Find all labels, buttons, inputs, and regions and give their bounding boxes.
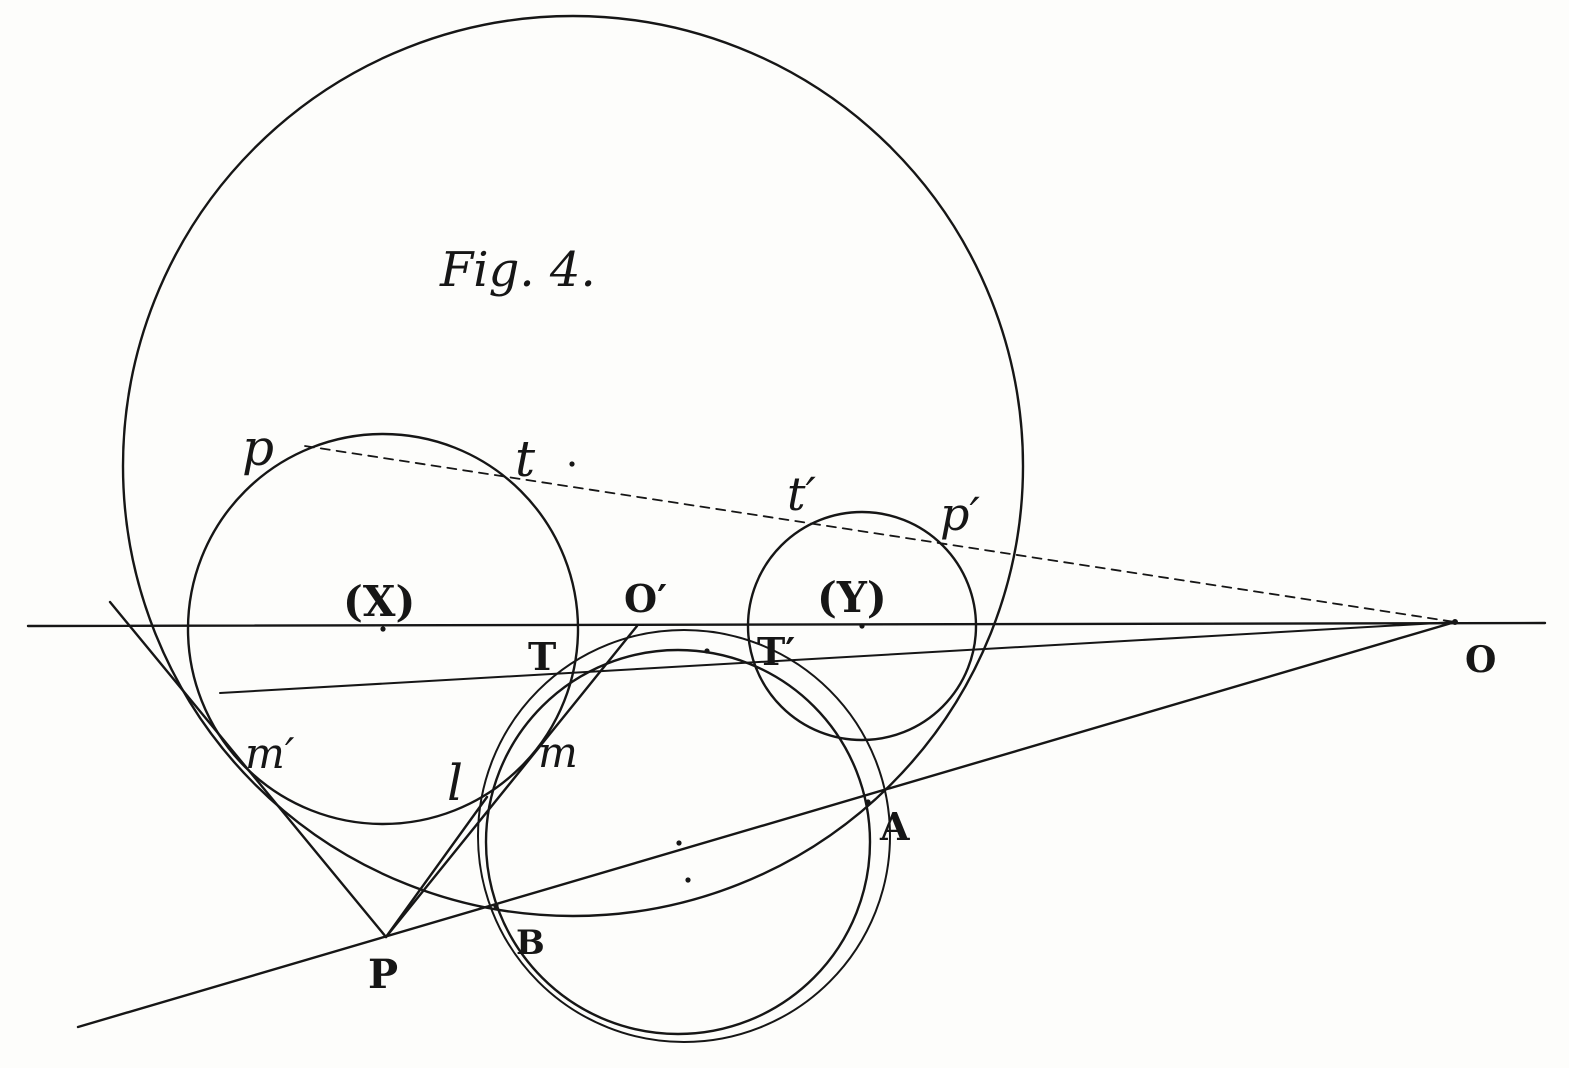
- label-o-prime: O′: [624, 576, 667, 621]
- label-p: p: [242, 419, 274, 477]
- label-x: (X): [343, 577, 415, 626]
- tangent-m-prime-p: [108, 600, 388, 939]
- point-y-center: [859, 623, 865, 629]
- label-p-prime: p′: [940, 487, 980, 541]
- label-a: A: [879, 804, 910, 849]
- label-b: B: [516, 923, 545, 963]
- circle-through-t-a-b: [477, 629, 891, 1043]
- line-t-to-o: [219, 621, 1456, 694]
- label-t-prime: t′: [787, 467, 816, 521]
- point-center-a: [676, 840, 682, 846]
- lower-circle: [484, 648, 872, 1036]
- figure-caption: Fig. 4.: [439, 242, 596, 298]
- point-center-b: [685, 877, 691, 883]
- point-b: [493, 903, 499, 909]
- label-o: O: [1465, 639, 1496, 681]
- line-p-to-l: [384, 795, 489, 939]
- point-x-center: [380, 626, 386, 632]
- circle-x: [186, 432, 580, 826]
- point-a: [865, 799, 871, 805]
- line-b-a-o: [76, 620, 1457, 1029]
- label-t: t: [515, 430, 536, 488]
- line-p-to-p-prime-o: [304, 445, 1456, 623]
- point-mid: [704, 648, 710, 654]
- label-t-upper: T: [528, 634, 556, 679]
- label-l: l: [447, 754, 463, 812]
- line-p-to-o-prime: [384, 624, 639, 939]
- circle-y: [746, 510, 978, 742]
- label-m: m: [538, 728, 578, 777]
- label-y: (Y): [817, 573, 887, 622]
- label-t-prime-upper: T′: [757, 629, 795, 674]
- label-m-prime: m′: [245, 729, 295, 778]
- point-t-mark: [569, 461, 575, 467]
- large-circle: [121, 14, 1025, 918]
- horizontal-axis-line: [26, 621, 1547, 628]
- point-o: [1452, 619, 1458, 625]
- label-p-upper: P: [368, 951, 398, 998]
